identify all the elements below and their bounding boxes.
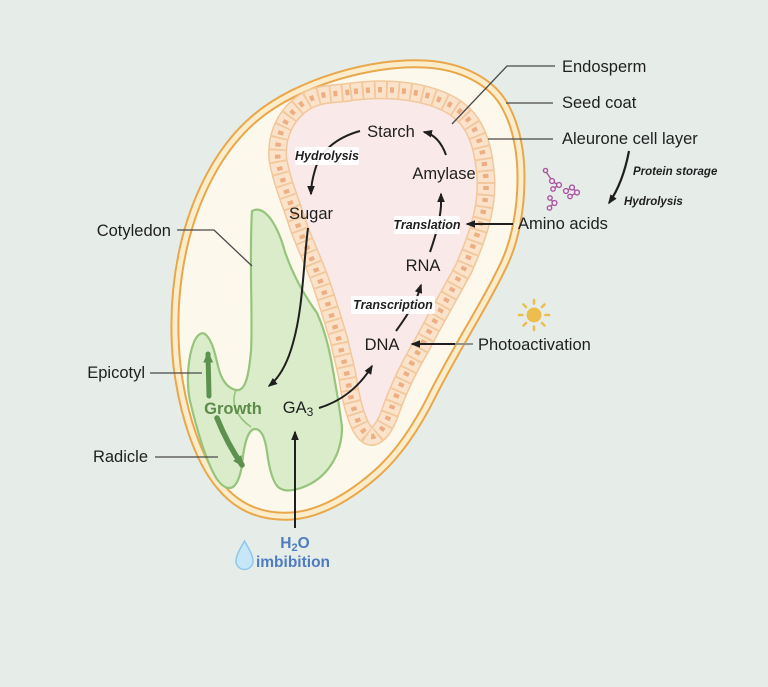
aleurone-label: Aleurone cell layer bbox=[562, 130, 698, 148]
growth-arrow-up bbox=[203, 351, 214, 399]
embryo bbox=[186, 208, 344, 492]
protein-hydrolysis-label: Hydrolysis bbox=[624, 196, 683, 208]
sugar-label: Sugar bbox=[289, 205, 334, 223]
dna-label: DNA bbox=[365, 336, 400, 354]
cotyledon-pointer-line bbox=[177, 229, 253, 267]
arrow-sugar-to-embryo bbox=[267, 227, 309, 387]
arrow-amylase-to-starch bbox=[422, 130, 447, 156]
arrow-protein-to-aminoacids bbox=[608, 150, 631, 205]
water-formula-label: H2O bbox=[280, 535, 309, 554]
transcription-label: Transcription bbox=[353, 298, 433, 312]
sun-icon bbox=[517, 298, 551, 332]
hydrolysis-label: Hydrolysis bbox=[295, 149, 359, 163]
aleurone-cell-dots bbox=[274, 87, 489, 440]
pathway-labels: Starch Sugar Amylase RNA DNA GA3 Growth bbox=[204, 123, 476, 419]
growth-arrow-down bbox=[214, 415, 245, 468]
photoactivation-label: Photoactivation bbox=[478, 336, 591, 354]
anatomy-labels: Endosperm Seed coat Aleurone cell layer … bbox=[87, 58, 698, 466]
endosperm-label: Endosperm bbox=[562, 58, 646, 76]
amino-acids-label: Amino acids bbox=[518, 215, 608, 233]
arrow-starch-to-sugar bbox=[307, 130, 361, 196]
imbibition-label: imbibition bbox=[256, 554, 330, 571]
translation-label-box bbox=[394, 216, 460, 234]
translation-label: Translation bbox=[393, 218, 461, 232]
arrow-ga3-to-dna bbox=[318, 364, 373, 409]
external-factor-labels: Amino acids Photoactivation H2O imbibiti… bbox=[256, 215, 608, 571]
ga3-label: GA3 bbox=[283, 399, 314, 419]
cotyledon-axis-boundary bbox=[233, 389, 252, 428]
endosperm-pointer-line bbox=[451, 65, 555, 125]
seed-coat-inner-gap bbox=[172, 61, 524, 519]
water-droplet-icon bbox=[235, 539, 254, 571]
pointer-lines bbox=[150, 65, 555, 458]
epicotyl-label: Epicotyl bbox=[87, 364, 145, 382]
process-labels: Hydrolysis Translation Transcription Pro… bbox=[295, 147, 718, 314]
starch-label: Starch bbox=[367, 123, 415, 141]
protein-storage-label: Protein storage bbox=[633, 166, 718, 178]
seed-coat-label: Seed coat bbox=[562, 94, 637, 112]
endosperm-region bbox=[268, 80, 496, 446]
amino-acid-molecules-icon bbox=[542, 167, 581, 211]
cotyledon-label: Cotyledon bbox=[97, 222, 171, 240]
rna-label: RNA bbox=[406, 257, 441, 275]
amylase-label: Amylase bbox=[412, 165, 475, 183]
growth-label: Growth bbox=[204, 400, 262, 418]
transcription-label-box bbox=[351, 296, 435, 314]
hydrolysis-label-box bbox=[295, 147, 359, 165]
radicle-label: Radicle bbox=[93, 448, 148, 466]
